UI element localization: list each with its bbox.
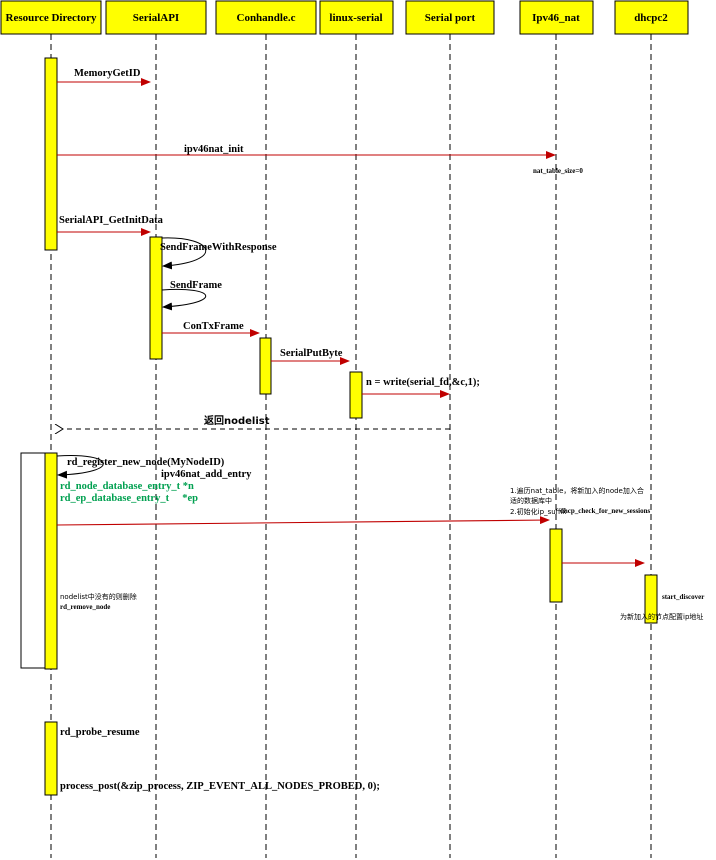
- activation-serialapi: [149, 236, 163, 360]
- arrow-rd-register-new-node: [56, 455, 104, 479]
- label-rd-remove-node: rd_remove_node: [60, 603, 110, 611]
- participant-label: linux-serial: [329, 12, 382, 24]
- activation-linux-serial: [349, 371, 363, 419]
- label-rd-register-new-node: rd_register_new_node(MyNodeID): [67, 457, 225, 468]
- label-rd-probe-resume: rd_probe_resume: [60, 727, 140, 738]
- label-nat-note-3: 2.初始化ip_suffix: [510, 507, 567, 516]
- participant-label: Conhandle.c: [237, 12, 296, 24]
- participant-label: SerialAPI: [133, 12, 179, 24]
- label-start-discover: start_discover: [662, 593, 704, 601]
- label-nat-note-2: 适的数据库中: [510, 496, 552, 505]
- activation-ipv46-nat: [549, 528, 563, 603]
- label-return-nodelist: 返回nodelist: [204, 414, 270, 427]
- label-send-frame-with-response: SendFrameWithResponse: [160, 242, 277, 253]
- participant-conhandle: Conhandle.c: [215, 0, 317, 35]
- activation-dhcpc2: [644, 574, 658, 624]
- participant-serialapi: SerialAPI: [105, 0, 207, 35]
- label-rd-node-db-entry: rd_node_database_entry_t *n: [60, 481, 194, 492]
- participant-label: dhcpc2: [634, 12, 668, 24]
- participant-label: Serial port: [425, 12, 476, 24]
- label-con-tx-frame: ConTxFrame: [183, 321, 244, 332]
- label-serialapi-getinitdata: SerialAPI_GetInitData: [59, 215, 164, 226]
- label-write: n = write(serial_fd,&c,1);: [366, 377, 480, 388]
- arrow-add-entry: [56, 516, 550, 526]
- activation-conhandle: [259, 337, 272, 395]
- arrow-send-frame-with-response: [161, 237, 207, 270]
- label-serial-put-byte: SerialPutByte: [280, 348, 343, 359]
- label-dhcp-note: 为新加入的节点配置ip地址: [620, 612, 703, 621]
- participant-label: Ipv46_nat: [532, 12, 580, 24]
- label-ipv46nat-init: ipv46nat_init: [184, 144, 244, 155]
- label-process-post: process_post(&zip_process, ZIP_EVENT_ALL…: [60, 781, 380, 792]
- activation-rd-3: [44, 721, 58, 796]
- activation-rd-1: [44, 57, 58, 251]
- participant-dhcpc2: dhcpc2: [614, 0, 689, 35]
- label-nodelist-note: nodelist中没有的则删除: [60, 592, 137, 601]
- label-dhcp-check: dhcp_check_for_new_sessions: [560, 507, 651, 515]
- participant-linux-serial: linux-serial: [319, 0, 394, 35]
- label-nat-table-size: nat_table_size=0: [533, 167, 583, 175]
- participant-ipv46-nat: Ipv46_nat: [519, 0, 594, 35]
- label-ipv46nat-add-entry: ipv46nat_add_entry: [161, 469, 252, 480]
- label-nat-note-1: 1.遍历nat_table，将新加入的node加入合: [510, 486, 644, 495]
- label-rd-ep-db-entry: rd_ep_database_entry_t *ep: [60, 493, 198, 504]
- label-send-frame: SendFrame: [170, 280, 222, 291]
- participant-label: Resource Directory: [6, 12, 97, 24]
- label-memory-get-id: MemoryGetID: [74, 68, 141, 79]
- participant-resource-directory: Resource Directory: [0, 0, 102, 35]
- arrow-send-frame: [161, 288, 207, 311]
- activation-rd-2: [44, 452, 58, 670]
- participant-serial-port: Serial port: [405, 0, 495, 35]
